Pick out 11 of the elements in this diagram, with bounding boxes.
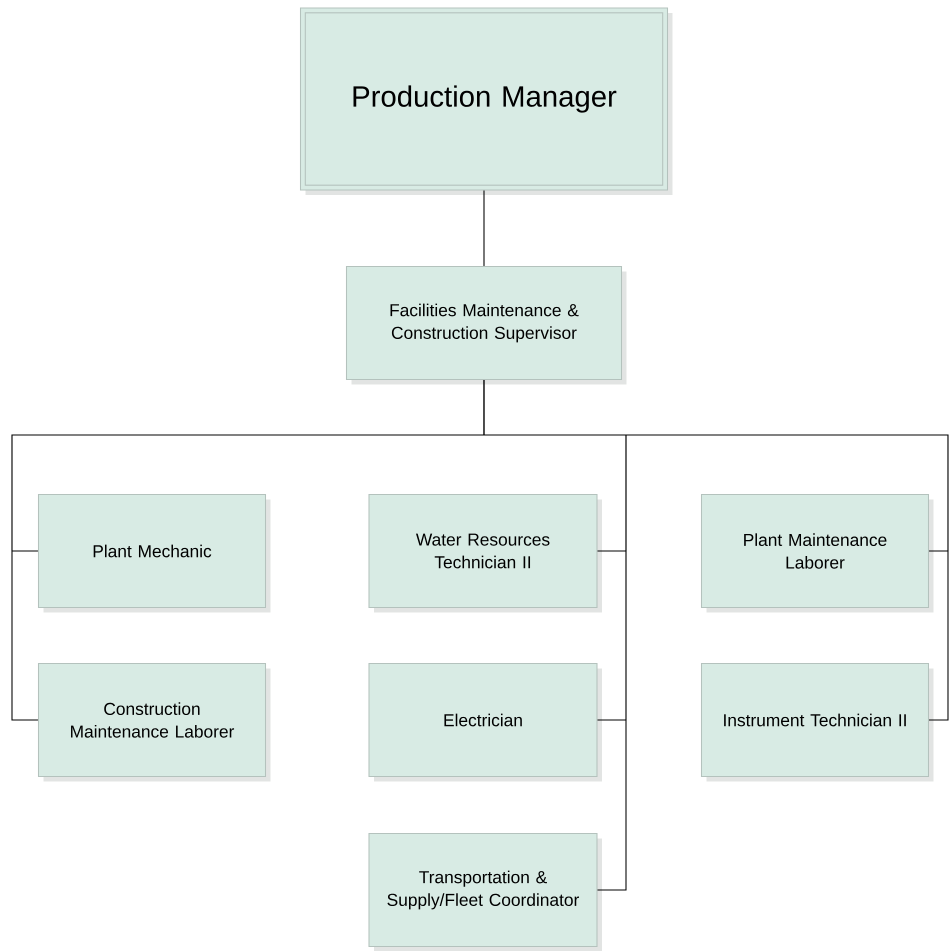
position-box: Instrument Technician II bbox=[700, 662, 934, 782]
position-box: Water Resources Technician II bbox=[368, 494, 602, 613]
position-box: Transportation & Supply/Fleet Coordinator bbox=[368, 832, 602, 951]
position-box: Plant Maintenance Laborer bbox=[700, 494, 934, 613]
position-box: Plant Mechanic bbox=[38, 494, 270, 613]
connector-line bbox=[483, 190, 485, 266]
connector-line bbox=[483, 380, 949, 721]
position-box: Facilities Maintenance & Construction Supervisor bbox=[346, 266, 626, 385]
position-box: Construction Maintenance Laborer bbox=[38, 662, 270, 782]
position-box: Electrician bbox=[368, 662, 602, 782]
title-box: Production Manager bbox=[300, 7, 672, 195]
